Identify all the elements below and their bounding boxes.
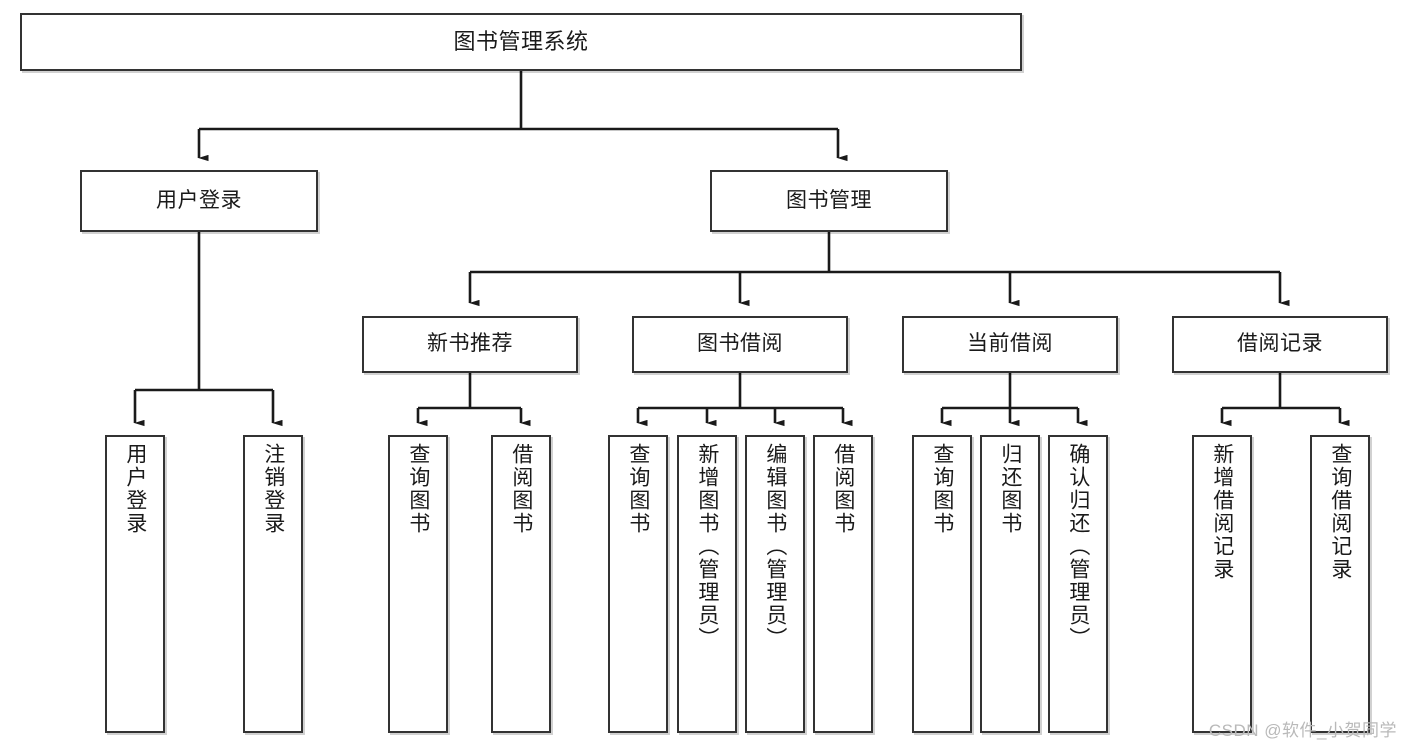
leaf-borrow-query-book[interactable]: 查询图书 (608, 435, 668, 733)
node-root-book-management-system[interactable]: 图书管理系统 (20, 13, 1022, 71)
node-label: 查询图书 (930, 443, 954, 535)
node-label: 用户登录 (123, 443, 147, 535)
node-label: 图书管理系统 (453, 29, 589, 55)
leaf-record-add-borrow-record[interactable]: 新增借阅记录 (1192, 435, 1252, 733)
leaf-new-book-query[interactable]: 查询图书 (388, 435, 448, 733)
node-new-book-recommend[interactable]: 新书推荐 (362, 316, 578, 373)
node-label: 用户登录 (156, 188, 242, 212)
node-label: 归还图书 (998, 443, 1022, 535)
node-label: 新书推荐 (427, 332, 513, 356)
node-label: 编辑图书（管理员） (763, 443, 787, 650)
node-book-borrow[interactable]: 图书借阅 (632, 316, 848, 373)
leaf-current-query-book[interactable]: 查询图书 (912, 435, 972, 733)
leaf-current-return-book[interactable]: 归还图书 (980, 435, 1040, 733)
node-label: 借阅记录 (1237, 332, 1323, 356)
node-borrow-record[interactable]: 借阅记录 (1172, 316, 1388, 373)
leaf-record-query-borrow-record[interactable]: 查询借阅记录 (1310, 435, 1370, 733)
leaf-borrow-borrow-book[interactable]: 借阅图书 (813, 435, 873, 733)
node-label: 借阅图书 (831, 443, 855, 535)
leaf-borrow-add-book-admin[interactable]: 新增图书（管理员） (677, 435, 737, 733)
node-label: 图书管理 (786, 188, 872, 212)
node-label: 查询借阅记录 (1328, 443, 1352, 581)
leaf-current-confirm-return-admin[interactable]: 确认归还（管理员） (1048, 435, 1108, 733)
leaf-user-login-logout[interactable]: 注销登录 (243, 435, 303, 733)
leaf-borrow-edit-book-admin[interactable]: 编辑图书（管理员） (745, 435, 805, 733)
node-label: 借阅图书 (509, 443, 533, 535)
node-label: 注销登录 (261, 443, 285, 535)
leaf-user-login-login[interactable]: 用户登录 (105, 435, 165, 733)
node-label: 查询图书 (406, 443, 430, 535)
leaf-new-book-borrow[interactable]: 借阅图书 (491, 435, 551, 733)
node-book-management[interactable]: 图书管理 (710, 170, 948, 232)
node-current-borrow[interactable]: 当前借阅 (902, 316, 1118, 373)
node-label: 图书借阅 (697, 332, 783, 356)
node-label: 确认归还（管理员） (1066, 443, 1090, 650)
node-label: 新增图书（管理员） (695, 443, 719, 650)
node-label: 当前借阅 (967, 332, 1053, 356)
node-user-login[interactable]: 用户登录 (80, 170, 318, 232)
watermark-text: CSDN @软件_小贺同学 (1208, 721, 1397, 740)
node-label: 查询图书 (626, 443, 650, 535)
node-label: 新增借阅记录 (1210, 443, 1234, 581)
